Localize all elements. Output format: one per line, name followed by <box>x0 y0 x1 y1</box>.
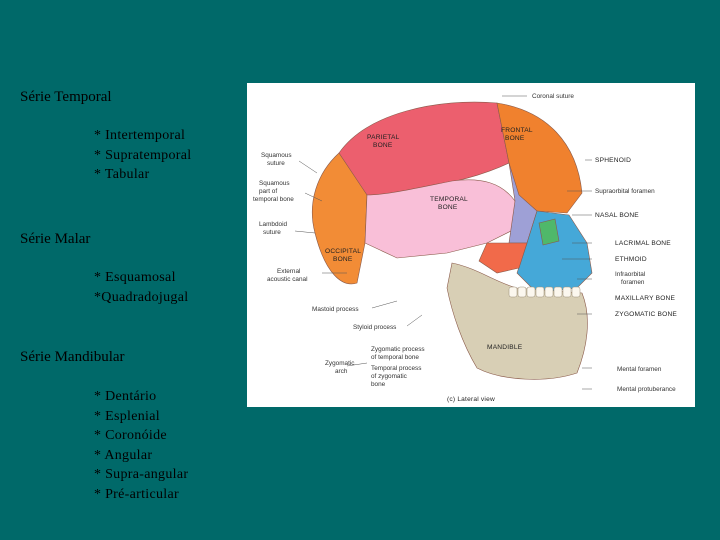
tooth <box>544 286 554 298</box>
label-parietal-bone-2: BONE <box>373 142 393 149</box>
label-zygomatic-process: Zygomatic process <box>371 346 425 353</box>
label-lambdoid-suture: Lambdoid <box>259 221 288 228</box>
label-zygomatic-bone: ZYGOMATIC BONE <box>615 311 677 318</box>
label-zygomatic-process-2: of temporal bone <box>371 354 419 361</box>
tooth <box>571 286 581 298</box>
teeth <box>508 286 581 298</box>
skull-illustration: Coronal suture PARIETAL BONE FRONTAL BON… <box>253 93 677 403</box>
list-item: * Angular <box>94 447 153 463</box>
label-supraorbital-foramen: Supraorbital foramen <box>595 188 655 195</box>
zygomatic-bone <box>478 242 528 274</box>
list-item: * Tabular <box>94 167 150 183</box>
label-squamous-part: Squamous <box>259 180 290 187</box>
section-title-mandibular: Série Mandibular <box>20 349 125 365</box>
label-zygomatic-arch-2: arch <box>335 368 348 375</box>
label-external-acoustic-canal-2: acoustic canal <box>267 276 308 283</box>
label-coronal-suture: Coronal suture <box>532 93 574 100</box>
label-nasal-bone: NASAL BONE <box>595 212 639 219</box>
section-title-malar: Série Malar <box>20 231 91 247</box>
section-list-malar: * Esquamosal *Quadradojugal <box>94 268 188 307</box>
list-item: *Quadradojugal <box>94 289 189 305</box>
leader-lines <box>294 95 592 390</box>
list-item: * Esquamosal <box>94 270 176 285</box>
tooth <box>553 286 563 298</box>
section-list-mandibular: * Dentário * Esplenial * Coronóide * Ang… <box>94 387 188 505</box>
figure-caption: (c) Lateral view <box>447 396 495 403</box>
label-infraorbital-foramen-2: foramen <box>621 279 645 286</box>
label-temporal-bone-2: BONE <box>438 204 458 211</box>
label-occipital-bone-2: BONE <box>333 256 353 263</box>
tooth <box>517 286 527 298</box>
label-zygomatic-arch: Zygomatic <box>325 360 355 367</box>
label-infraorbital-foramen: Infraorbital <box>615 271 645 278</box>
label-frontal-bone: FRONTAL <box>501 127 533 134</box>
tooth <box>526 286 536 298</box>
list-item: * Pré-articular <box>94 486 179 502</box>
label-sphenoid: SPHENOID <box>595 157 631 164</box>
list-item: * Intertemporal <box>94 128 186 143</box>
label-mastoid-process: Mastoid process <box>312 306 359 313</box>
label-parietal-bone: PARIETAL <box>367 134 400 141</box>
tooth <box>562 286 572 298</box>
label-temporal-process-3: bone <box>371 381 386 388</box>
label-occipital-bone: OCCIPITAL <box>325 248 361 255</box>
label-styloid-process: Styloid process <box>353 324 396 331</box>
label-squamous-part-3: temporal bone <box>253 196 294 203</box>
skull-lateral-view-figure: Coronal suture PARIETAL BONE FRONTAL BON… <box>247 83 695 407</box>
tooth <box>535 286 545 298</box>
label-lambdoid-suture-2: suture <box>263 229 281 236</box>
label-squamous-suture: Squamous <box>261 152 292 159</box>
label-mental-foramen: Mental foramen <box>617 366 662 373</box>
label-external-acoustic-canal: External <box>277 268 300 275</box>
label-temporal-process: Temporal process <box>371 365 421 372</box>
label-mental-protuberance: Mental protuberance <box>617 386 676 393</box>
label-ethmoid: ETHMOID <box>615 256 647 263</box>
label-mandible: MANDIBLE <box>487 344 523 351</box>
list-item: * Coronóide <box>94 428 167 444</box>
label-temporal-bone: TEMPORAL <box>430 196 468 203</box>
label-temporal-process-2: of zygomatic <box>371 373 408 380</box>
list-item: * Dentário <box>94 389 157 404</box>
section-list-temporal: * Intertemporal * Supratemporal * Tabula… <box>94 126 191 185</box>
label-frontal-bone-2: BONE <box>505 135 525 142</box>
list-item: * Supra-angular <box>94 467 189 483</box>
label-lacrimal-bone: LACRIMAL BONE <box>615 240 671 247</box>
ethmoid-bone <box>538 218 560 246</box>
frontal-bone <box>496 102 583 214</box>
tooth <box>508 286 518 298</box>
list-item: * Esplenial <box>94 408 160 424</box>
list-item: * Supratemporal <box>94 147 192 163</box>
section-title-temporal: Série Temporal <box>20 89 112 105</box>
label-squamous-suture-2: suture <box>267 160 285 167</box>
label-squamous-part-2: part of <box>259 188 277 195</box>
label-maxillary-bone: MAXILLARY BONE <box>615 295 675 302</box>
